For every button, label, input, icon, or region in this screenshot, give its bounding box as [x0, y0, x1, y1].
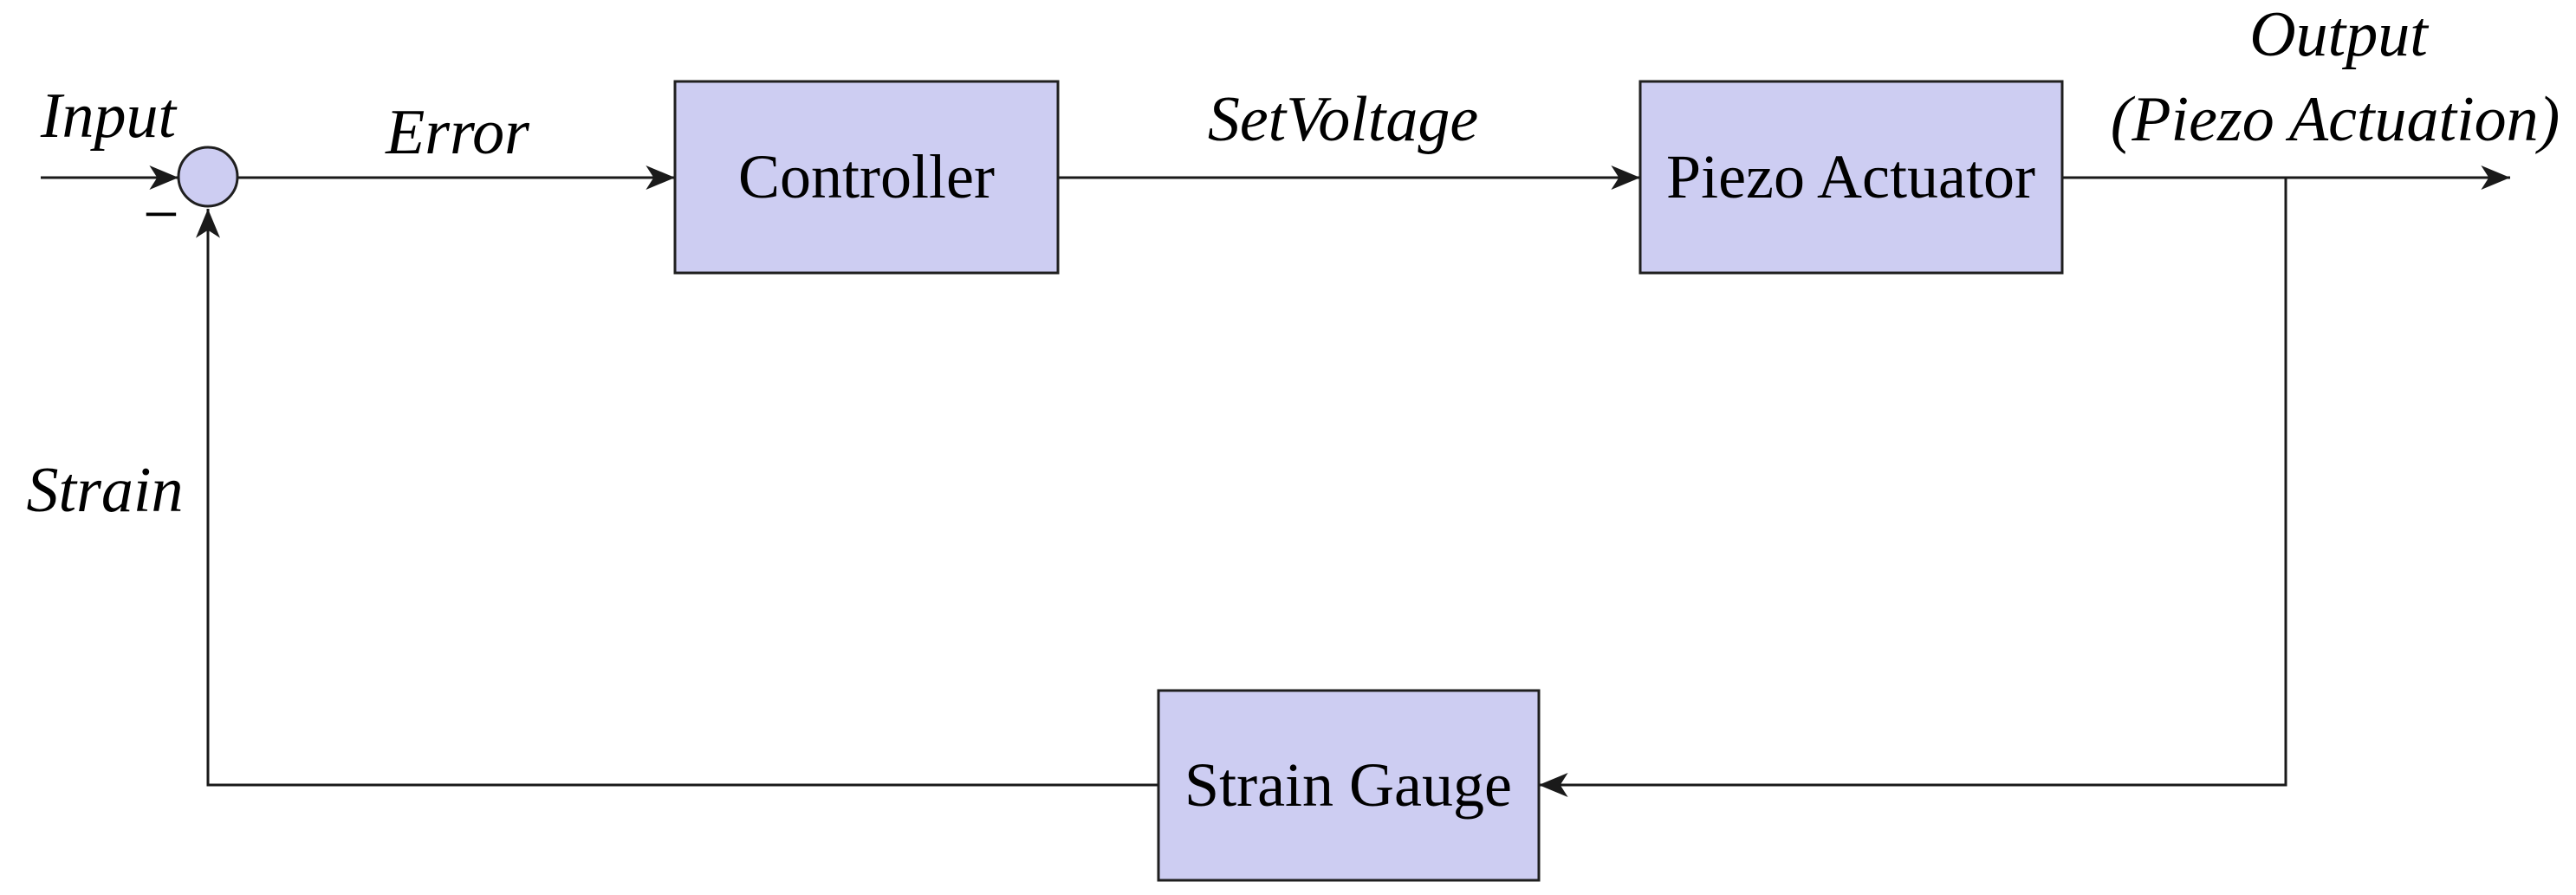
controller-label: Controller	[738, 142, 995, 211]
strain-gauge-box	[1157, 689, 1541, 882]
error-signal-label: Error	[385, 97, 530, 168]
block-strain-gauge: Strain Gauge	[1157, 689, 1541, 882]
block-piezo-actuator: Piezo Actuator	[1638, 80, 2064, 275]
output-signal-label-line1: Output	[2249, 0, 2430, 70]
wire-feedback-down	[1539, 178, 2287, 797]
input-signal-label: Input	[40, 81, 178, 152]
controller-box	[673, 80, 1060, 275]
signal-wires	[41, 165, 2510, 797]
wire-feedback-return	[196, 209, 1158, 787]
piezo-actuator-box	[1638, 80, 2064, 275]
piezo-actuator-label: Piezo Actuator	[1666, 142, 2035, 211]
strain-gauge-label: Strain Gauge	[1184, 750, 1512, 820]
summing-junction	[177, 146, 239, 208]
output-signal-label-line2: (Piezo Actuation)	[2111, 84, 2560, 155]
setvoltage-signal-label: SetVoltage	[1208, 84, 1478, 155]
summing-junction-minus-sign: −	[143, 179, 179, 250]
strain-signal-label: Strain	[27, 455, 184, 526]
block-controller: Controller	[673, 80, 1060, 275]
